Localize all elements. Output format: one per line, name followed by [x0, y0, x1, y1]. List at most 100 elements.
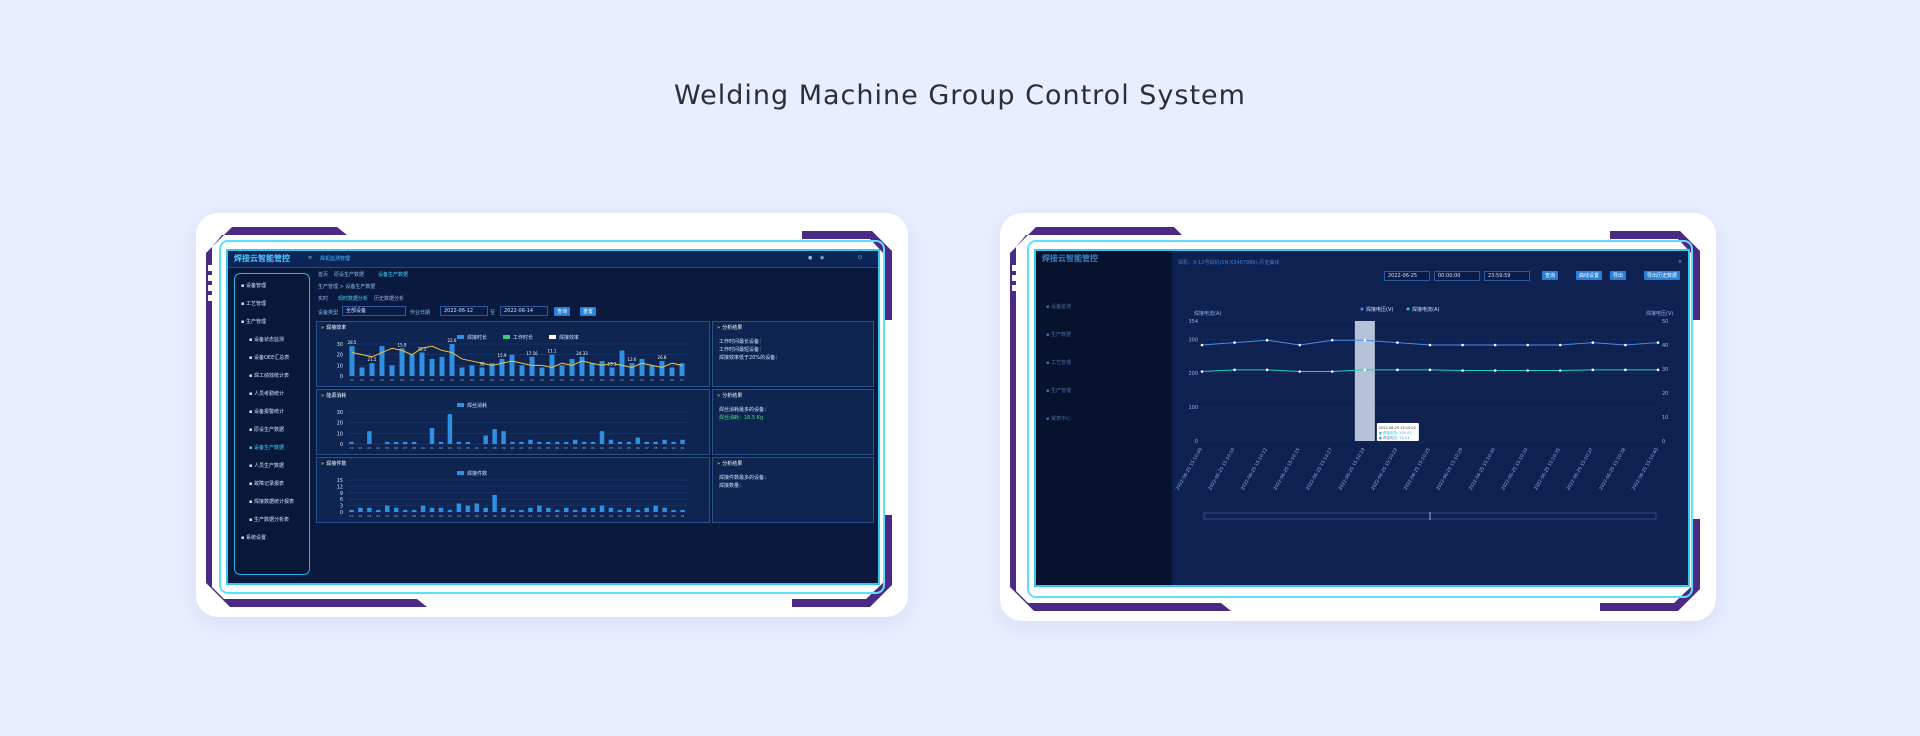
control-input[interactable]: 23:59:59	[1484, 271, 1530, 281]
bar	[563, 507, 569, 512]
sidebar-item-5[interactable]: ▪ 焊工绩效统计表	[249, 373, 289, 379]
sidebar-item-4[interactable]: ▪ 设备OEE汇总表	[249, 355, 290, 361]
sidebar-item-13[interactable]: ▪ 生产数据分析表	[249, 517, 289, 523]
query-button[interactable]: 查询	[554, 307, 571, 316]
menu-icon[interactable]: ≡	[308, 255, 313, 261]
bar	[465, 441, 471, 444]
x-tick-label: 03	[529, 514, 533, 518]
bar	[609, 367, 615, 376]
bar	[510, 509, 515, 512]
current-point	[1493, 369, 1497, 372]
bar	[635, 509, 641, 512]
reset-button[interactable]: 重置	[580, 307, 597, 316]
sidebar: ▪ 设备管理 ▪ 工艺管理 ▪ 生产管理 ▪ 设备状态监测 ▪ 设备OEE汇总表 ▪ 焊工…	[234, 273, 310, 575]
sidebar-item-9[interactable]: ▪ 设备生产数据	[249, 445, 284, 451]
x-tick-label: 05	[546, 514, 550, 518]
control-button[interactable]: 导出历史数据	[1644, 271, 1681, 280]
bar	[402, 441, 408, 444]
control-input[interactable]: 00:00:00	[1434, 271, 1480, 281]
x-tick-label: 2022-06-25 15:10:22	[1370, 447, 1399, 492]
x-tick-label: 06	[555, 446, 559, 450]
x-tick-label: 09	[502, 446, 506, 450]
bar	[679, 363, 685, 376]
x-tick-label: 04	[376, 514, 380, 518]
avatar[interactable]: ◉	[820, 255, 825, 261]
dim-sidebar-item[interactable]: ▪ 工艺管理	[1046, 360, 1071, 366]
sidebar-item-14[interactable]: ▪ 系统设置	[241, 535, 266, 541]
x-tick-label: 07	[410, 378, 414, 382]
data-label: 26.8	[658, 355, 667, 360]
date-sep: 至	[490, 310, 496, 316]
sidebar-item-7[interactable]: ▪ 设备报警统计	[249, 409, 284, 415]
voltage-point	[1461, 343, 1464, 347]
bar	[456, 441, 462, 444]
sidebar-item-3[interactable]: ▪ 设备状态监测	[249, 337, 284, 343]
sidebar-item-10[interactable]: ▪ 人员生产数据	[249, 463, 284, 469]
dim-sidebar-item[interactable]: ▪ 生产管理	[1046, 388, 1071, 394]
x-tick-label: 04	[457, 514, 461, 518]
sidebar-item-1[interactable]: ▪ 工艺管理	[241, 301, 266, 307]
app-tab[interactable]: 焊机监测管理	[320, 256, 351, 262]
x-tick-label: 01	[672, 446, 676, 450]
sidebar-item-0[interactable]: ▪ 设备管理	[241, 283, 266, 289]
dim-sidebar-item[interactable]: ▪ 设备监测	[1046, 304, 1071, 310]
x-tick-label: 03	[448, 446, 452, 450]
x-tick-label: 2022-06-25 15:10:12	[1240, 447, 1269, 492]
stats-panel-1: »分析结果 工作时间最长设备： 工作时间最短设备： 焊接效率低于20%的设备：	[712, 321, 874, 387]
x-tick-label: 07	[403, 446, 407, 450]
device-type-select[interactable]: 全部设备	[342, 306, 406, 316]
start-date-input[interactable]: 2022-06-12	[440, 306, 488, 316]
dim-sidebar-item[interactable]: ▪ 报表中心	[1046, 416, 1071, 422]
x-tick-label: 09	[430, 378, 434, 382]
close-icon[interactable]: ×	[1678, 259, 1683, 265]
sidebar-item-8[interactable]: ▪ 原设生产数据	[249, 427, 284, 433]
x-tick-label: 02	[520, 514, 524, 518]
bar	[385, 505, 390, 512]
x-tick-label: 04	[457, 446, 461, 450]
stats-line: 焊丝消耗：18.5 Kg	[719, 415, 764, 421]
subtab-history-analysis[interactable]: 历史数据分析	[374, 296, 405, 302]
sidebar-item-2[interactable]: ▪ 生产管理	[241, 319, 266, 325]
bar	[590, 441, 596, 444]
subtab-realtime[interactable]: 实时	[318, 296, 329, 302]
x-tick-label: 09	[663, 514, 667, 518]
data-label: 30	[479, 361, 485, 366]
legend-swatch	[503, 335, 510, 339]
notification-icon[interactable]: ●	[808, 255, 813, 261]
dim-sidebar-item[interactable]: ▪ 生产数据	[1046, 332, 1071, 338]
x-tick-label: 03	[367, 446, 371, 450]
x-tick-label: 05	[385, 446, 389, 450]
control-button[interactable]: 导出	[1610, 271, 1627, 280]
x-tick-label: 03	[448, 514, 452, 518]
x-tick-label: 08	[600, 378, 604, 382]
subtab-current-analysis[interactable]: 现时数据分析	[338, 296, 369, 302]
stats-panel-3: »分析结果 焊接件数最多的设备： 焊接数量：	[712, 457, 874, 523]
y-tick-label: 10	[337, 363, 343, 369]
voltage-point	[1591, 341, 1595, 344]
control-input[interactable]: 2022-06-25	[1384, 271, 1430, 281]
bar	[449, 344, 455, 376]
tab-raw-data[interactable]: 原设生产数据	[334, 272, 365, 278]
bar	[653, 441, 658, 444]
sidebar-item-12[interactable]: ▪ 焊接数据统计报表	[249, 499, 294, 505]
current-point	[1396, 368, 1399, 372]
control-button[interactable]: 曲线设置	[1576, 271, 1603, 280]
bar	[662, 439, 667, 444]
tab-home[interactable]: 首页	[318, 272, 329, 278]
bar	[447, 509, 453, 512]
end-date-input[interactable]: 2022-06-14	[500, 306, 548, 316]
modal-title: 焊机：X-12号焊机(SN:X3467986)-历史曲线	[1178, 260, 1280, 266]
bar	[492, 494, 497, 512]
voltage-point	[1298, 343, 1302, 347]
bar	[572, 509, 578, 512]
sidebar-item-6[interactable]: ▪ 人员考勤统计	[249, 391, 284, 397]
tab-device-data[interactable]: 设备生产数据	[378, 272, 409, 278]
x-tick-label: 08	[420, 378, 424, 382]
power-icon[interactable]: ⏻	[858, 255, 862, 261]
x-tick-label: 03	[609, 446, 613, 450]
control-button[interactable]: 查询	[1542, 271, 1559, 280]
sidebar-item-11[interactable]: ▪ 故障记录报表	[249, 481, 284, 487]
bar	[644, 507, 649, 512]
left-tick: 300	[1188, 337, 1198, 343]
